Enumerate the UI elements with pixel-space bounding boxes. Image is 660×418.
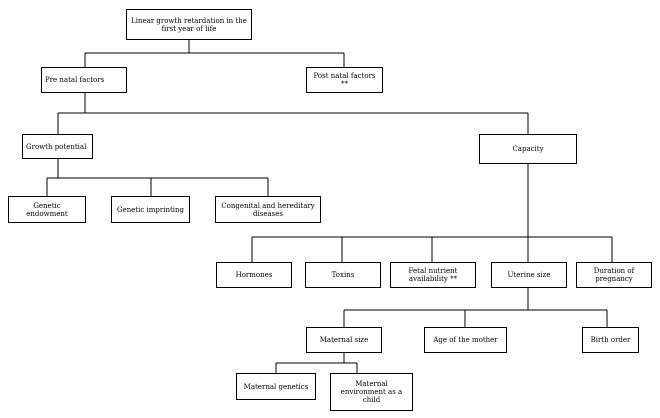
node-prenatal-factors: Pre natal factors <box>41 67 127 93</box>
node-toxins: Toxins <box>305 262 381 288</box>
node-uterine-size: Uterine size <box>491 262 567 288</box>
node-hormones: Hormones <box>216 262 292 288</box>
node-growth-potential: Growth potential <box>22 134 93 159</box>
node-genetic-endowment: Genetic endowment <box>8 196 86 223</box>
node-maternal-environment: Maternal environment as a child <box>330 373 413 411</box>
node-postnatal-factors: Post natal factors ** <box>306 67 383 93</box>
node-birth-order: Birth order <box>582 327 639 353</box>
node-capacity: Capacity <box>479 134 577 164</box>
node-root: Linear growth retardation in the first y… <box>126 9 252 40</box>
node-age-of-mother: Age of the mother <box>424 327 507 353</box>
node-congenital-diseases: Congenital and hereditary diseases <box>215 196 321 223</box>
node-genetic-imprinting: Genetic imprinting <box>111 196 190 223</box>
node-maternal-genetics: Maternal genetics <box>236 373 316 400</box>
node-fetal-nutrient-availability: Fetal nutrient availability ** <box>390 262 476 288</box>
node-duration-of-pregnancy: Duration of pregnancy <box>576 262 652 288</box>
node-maternal-size: Maternal size <box>306 327 382 353</box>
